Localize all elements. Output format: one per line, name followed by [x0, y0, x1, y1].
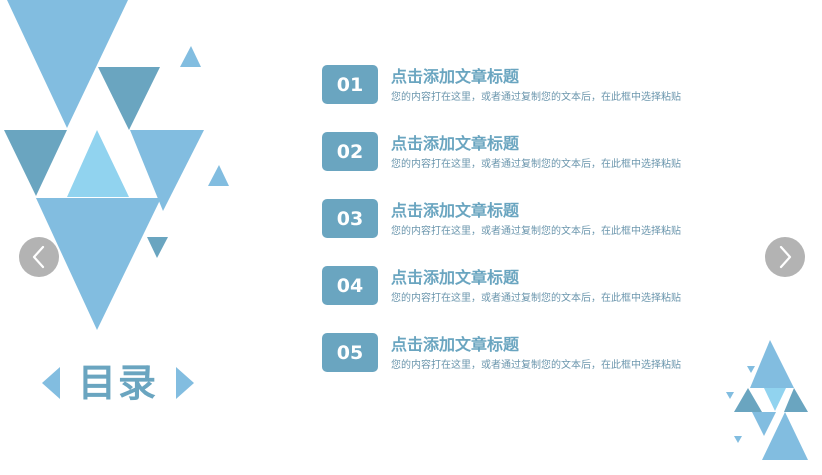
toc-list: 01 点击添加文章标题 您的内容打在这里，或者通过复制您的文本后，在此框中选择粘…: [322, 65, 722, 400]
triangle-shape: [747, 366, 755, 373]
item-number-badge: 04: [322, 266, 378, 305]
toc-item[interactable]: 03 点击添加文章标题 您的内容打在这里，或者通过复制您的文本后，在此框中选择粘…: [322, 199, 722, 238]
toc-title-block: 目录: [42, 360, 194, 406]
item-description[interactable]: 您的内容打在这里，或者通过复制您的文本后，在此框中选择粘贴: [391, 159, 681, 170]
item-heading[interactable]: 点击添加文章标题: [391, 268, 520, 287]
item-number-badge: 05: [322, 333, 378, 372]
item-heading[interactable]: 点击添加文章标题: [391, 67, 520, 86]
toc-item[interactable]: 04 点击添加文章标题 您的内容打在这里，或者通过复制您的文本后，在此框中选择粘…: [322, 266, 722, 305]
triangle-shape: [7, 0, 128, 128]
item-description[interactable]: 您的内容打在这里，或者通过复制您的文本后，在此框中选择粘贴: [391, 226, 681, 237]
triangle-shape: [98, 67, 160, 130]
triangle-shape: [734, 388, 762, 412]
triangle-shape: [752, 412, 776, 436]
toc-item[interactable]: 05 点击添加文章标题 您的内容打在这里，或者通过复制您的文本后，在此框中选择粘…: [322, 333, 722, 372]
previous-slide-button[interactable]: [19, 237, 59, 277]
triangle-shape: [147, 237, 168, 258]
triangle-right-icon: [175, 367, 194, 399]
triangle-shape: [764, 388, 786, 411]
chevron-left-icon: [32, 245, 45, 269]
toc-item[interactable]: 01 点击添加文章标题 您的内容打在这里，或者通过复制您的文本后，在此框中选择粘…: [322, 65, 722, 104]
triangle-shape: [67, 130, 129, 197]
item-number-badge: 02: [322, 132, 378, 171]
item-heading[interactable]: 点击添加文章标题: [391, 335, 520, 354]
item-heading[interactable]: 点击添加文章标题: [391, 134, 520, 153]
item-heading[interactable]: 点击添加文章标题: [391, 201, 520, 220]
triangle-shape: [784, 388, 808, 412]
triangle-shape: [36, 198, 161, 330]
triangle-shape: [726, 392, 734, 399]
triangle-shape: [750, 340, 794, 388]
triangle-shape: [4, 130, 67, 196]
page-title: 目录: [77, 361, 158, 405]
next-slide-button[interactable]: [765, 237, 805, 277]
item-description[interactable]: 您的内容打在这里，或者通过复制您的文本后，在此框中选择粘贴: [391, 360, 681, 371]
triangle-left-icon: [42, 367, 60, 399]
item-number-badge: 01: [322, 65, 378, 104]
toc-item[interactable]: 02 点击添加文章标题 您的内容打在这里，或者通过复制您的文本后，在此框中选择粘…: [322, 132, 722, 171]
triangle-shape: [180, 46, 201, 67]
item-number-badge: 03: [322, 199, 378, 238]
item-description[interactable]: 您的内容打在这里，或者通过复制您的文本后，在此框中选择粘贴: [391, 293, 681, 304]
triangle-shape: [734, 436, 742, 443]
triangle-shape: [762, 412, 808, 460]
triangle-shape: [208, 165, 229, 186]
item-description[interactable]: 您的内容打在这里，或者通过复制您的文本后，在此框中选择粘贴: [391, 92, 681, 103]
chevron-right-icon: [779, 245, 792, 269]
triangle-shape: [130, 130, 204, 211]
